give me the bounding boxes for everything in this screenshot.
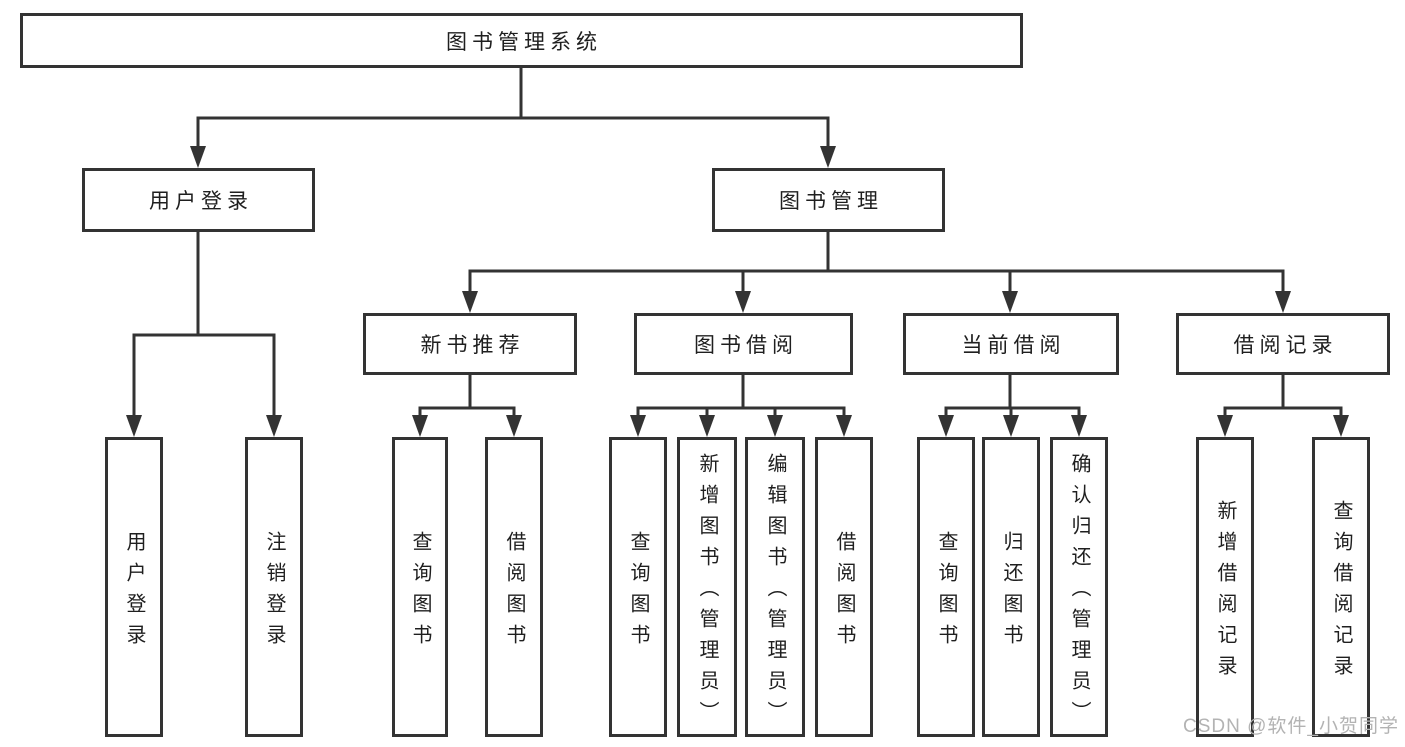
- node-new-book-recommend: 新书推荐: [363, 313, 577, 375]
- node-label: 借阅记录: [1233, 334, 1338, 357]
- node-borrow-records: 借阅记录: [1176, 313, 1390, 375]
- leaf-user-login: 用户登录: [105, 437, 163, 737]
- node-label: 查询借阅记录: [1330, 499, 1352, 686]
- connector-strokes: [132, 68, 1343, 420]
- node-current-borrow: 当前借阅: [903, 313, 1119, 375]
- node-label: 新书推荐: [420, 334, 525, 357]
- node-label: 确认归还（管理员）: [1068, 453, 1090, 732]
- node-label: 查询图书: [409, 530, 431, 655]
- leaf-borrow-books: 借阅图书: [815, 437, 873, 737]
- node-label: 图书管理系统: [446, 30, 602, 54]
- leaf-query-books-borrow: 查询图书: [609, 437, 667, 737]
- leaf-confirm-return-admin: 确认归还（管理员）: [1050, 437, 1108, 737]
- node-label: 归还图书: [1000, 530, 1022, 655]
- node-label: 新增图书（管理员）: [696, 453, 718, 732]
- node-root: 图书管理系统: [20, 13, 1023, 68]
- node-label: 编辑图书（管理员）: [764, 453, 786, 732]
- csdn-watermark: CSDN @软件_小贺同学: [1183, 716, 1399, 737]
- node-label: 用户登录: [149, 190, 253, 213]
- node-label: 借阅图书: [503, 530, 525, 655]
- node-label: 图书管理: [779, 190, 883, 213]
- connector-arrowheads: [126, 146, 1349, 437]
- leaf-logout: 注销登录: [245, 437, 303, 737]
- leaf-add-borrow-record: 新增借阅记录: [1196, 437, 1254, 737]
- leaf-borrow-books-recommend: 借阅图书: [485, 437, 543, 737]
- node-label: 查询图书: [627, 530, 649, 655]
- leaf-query-books-current: 查询图书: [917, 437, 975, 737]
- node-book-mgmt: 图书管理: [712, 168, 945, 232]
- leaf-query-books-recommend: 查询图书: [392, 437, 448, 737]
- leaf-return-book: 归还图书: [982, 437, 1040, 737]
- node-label: 用户登录: [123, 530, 145, 655]
- node-label: 借阅图书: [833, 530, 855, 655]
- leaf-edit-book-admin: 编辑图书（管理员）: [745, 437, 805, 737]
- node-label: 新增借阅记录: [1214, 499, 1236, 686]
- leaf-query-borrow-record: 查询借阅记录: [1312, 437, 1370, 737]
- node-label: 当前借阅: [961, 334, 1066, 357]
- leaf-add-book-admin: 新增图书（管理员）: [677, 437, 737, 737]
- node-label: 图书借阅: [694, 334, 798, 357]
- node-user-login: 用户登录: [82, 168, 315, 232]
- node-label: 注销登录: [263, 530, 285, 655]
- node-label: 查询图书: [935, 530, 957, 655]
- node-book-borrow: 图书借阅: [634, 313, 853, 375]
